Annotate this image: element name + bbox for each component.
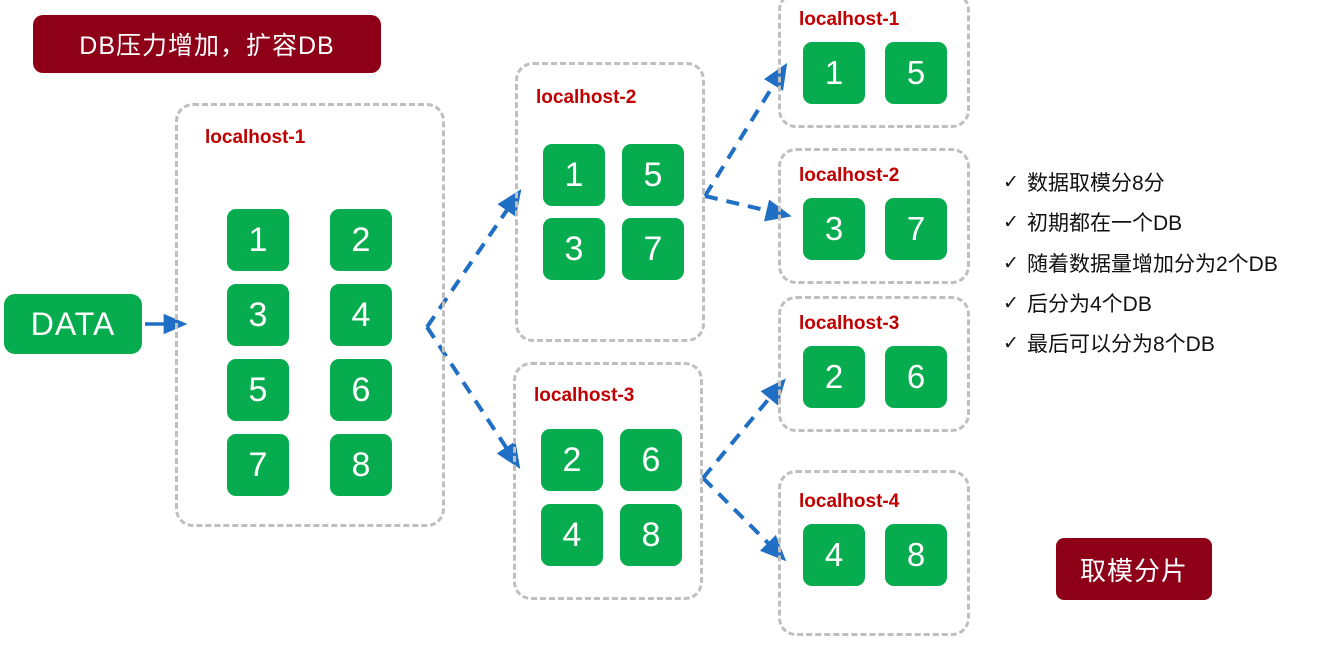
list-item: ✓ 最后可以分为8个DB [1003, 331, 1328, 359]
shard-tile[interactable]: 7 [227, 434, 289, 496]
list-item-label: 随着数据量增加分为2个DB [1027, 252, 1278, 276]
shard-tile[interactable]: 6 [330, 359, 392, 421]
host-box-stage2-localhost-2[interactable]: localhost-2 1 5 3 7 [515, 62, 705, 342]
list-item: ✓ 随着数据量增加分为2个DB [1003, 251, 1328, 279]
list-item: ✓ 后分为4个DB [1003, 291, 1328, 319]
shard-tile[interactable]: 8 [885, 524, 947, 586]
host-label: localhost-4 [799, 491, 900, 512]
list-item-label: 数据取模分8分 [1027, 172, 1165, 195]
title-banner: DB压力增加，扩容DB [33, 15, 381, 73]
shard-tile[interactable]: 6 [620, 429, 682, 491]
host-label: localhost-1 [799, 9, 900, 30]
shard-tile[interactable]: 5 [622, 144, 684, 206]
notes-list: ✓ 数据取模分8分 ✓ 初期都在一个DB ✓ 随着数据量增加分为2个DB ✓ 后… [1003, 170, 1328, 372]
shard-tile[interactable]: 3 [803, 198, 865, 260]
check-icon: ✓ [1003, 172, 1019, 193]
shard-tile[interactable]: 7 [885, 198, 947, 260]
shard-tile[interactable]: 2 [330, 209, 392, 271]
shard-tile[interactable]: 4 [330, 284, 392, 346]
host-box-stage1-localhost-1[interactable]: localhost-1 1 2 3 4 5 6 7 8 [175, 103, 445, 527]
shard-tile[interactable]: 8 [620, 504, 682, 566]
host-label: localhost-1 [205, 127, 306, 148]
shard-tile[interactable]: 5 [227, 359, 289, 421]
host-label: localhost-2 [799, 165, 900, 186]
check-icon: ✓ [1003, 212, 1019, 234]
shard-tile[interactable]: 1 [803, 42, 865, 104]
shard-tile[interactable]: 7 [622, 218, 684, 280]
shard-tile[interactable]: 3 [227, 284, 289, 346]
arrow-mid3-to-right-host4 [701, 476, 787, 562]
host-box-stage3-localhost-4[interactable]: localhost-4 4 8 [778, 470, 970, 636]
shard-tile[interactable]: 2 [541, 429, 603, 491]
host-label: localhost-3 [534, 385, 635, 406]
arrow-mid3-to-right-host3 [701, 378, 786, 480]
shard-tile[interactable]: 6 [885, 346, 947, 408]
shard-tile[interactable]: 2 [803, 346, 865, 408]
footer-badge: 取模分片 [1056, 538, 1212, 600]
list-item: ✓ 初期都在一个DB [1003, 210, 1328, 238]
host-box-stage3-localhost-3[interactable]: localhost-3 2 6 [778, 296, 970, 432]
host-box-stage3-localhost-2[interactable]: localhost-2 3 7 [778, 148, 970, 284]
shard-tile[interactable]: 3 [543, 218, 605, 280]
list-item-label: 后分为4个DB [1027, 293, 1152, 317]
shard-tile[interactable]: 4 [803, 524, 865, 586]
check-icon: ✓ [1003, 293, 1019, 315]
shard-tile[interactable]: 1 [543, 144, 605, 206]
shard-tile[interactable]: 4 [541, 504, 603, 566]
shard-tile[interactable]: 5 [885, 42, 947, 104]
list-item-label: 初期都在一个DB [1027, 212, 1183, 236]
host-box-stage3-localhost-1[interactable]: localhost-1 1 5 [778, 0, 970, 128]
arrow-mid2-to-right-host2 [704, 194, 792, 222]
check-icon: ✓ [1003, 333, 1019, 355]
host-box-stage2-localhost-3[interactable]: localhost-3 2 6 4 8 [513, 362, 703, 600]
list-item-label: 最后可以分为8个DB [1027, 333, 1215, 357]
check-icon: ✓ [1003, 252, 1019, 274]
shard-tile[interactable]: 1 [227, 209, 289, 271]
arrow-mid2-to-right-host1 [703, 62, 788, 198]
data-source-box: DATA [4, 294, 142, 354]
list-item: ✓ 数据取模分8分 [1003, 170, 1328, 198]
host-label: localhost-2 [536, 87, 637, 108]
shard-tile[interactable]: 8 [330, 434, 392, 496]
host-label: localhost-3 [799, 313, 900, 334]
